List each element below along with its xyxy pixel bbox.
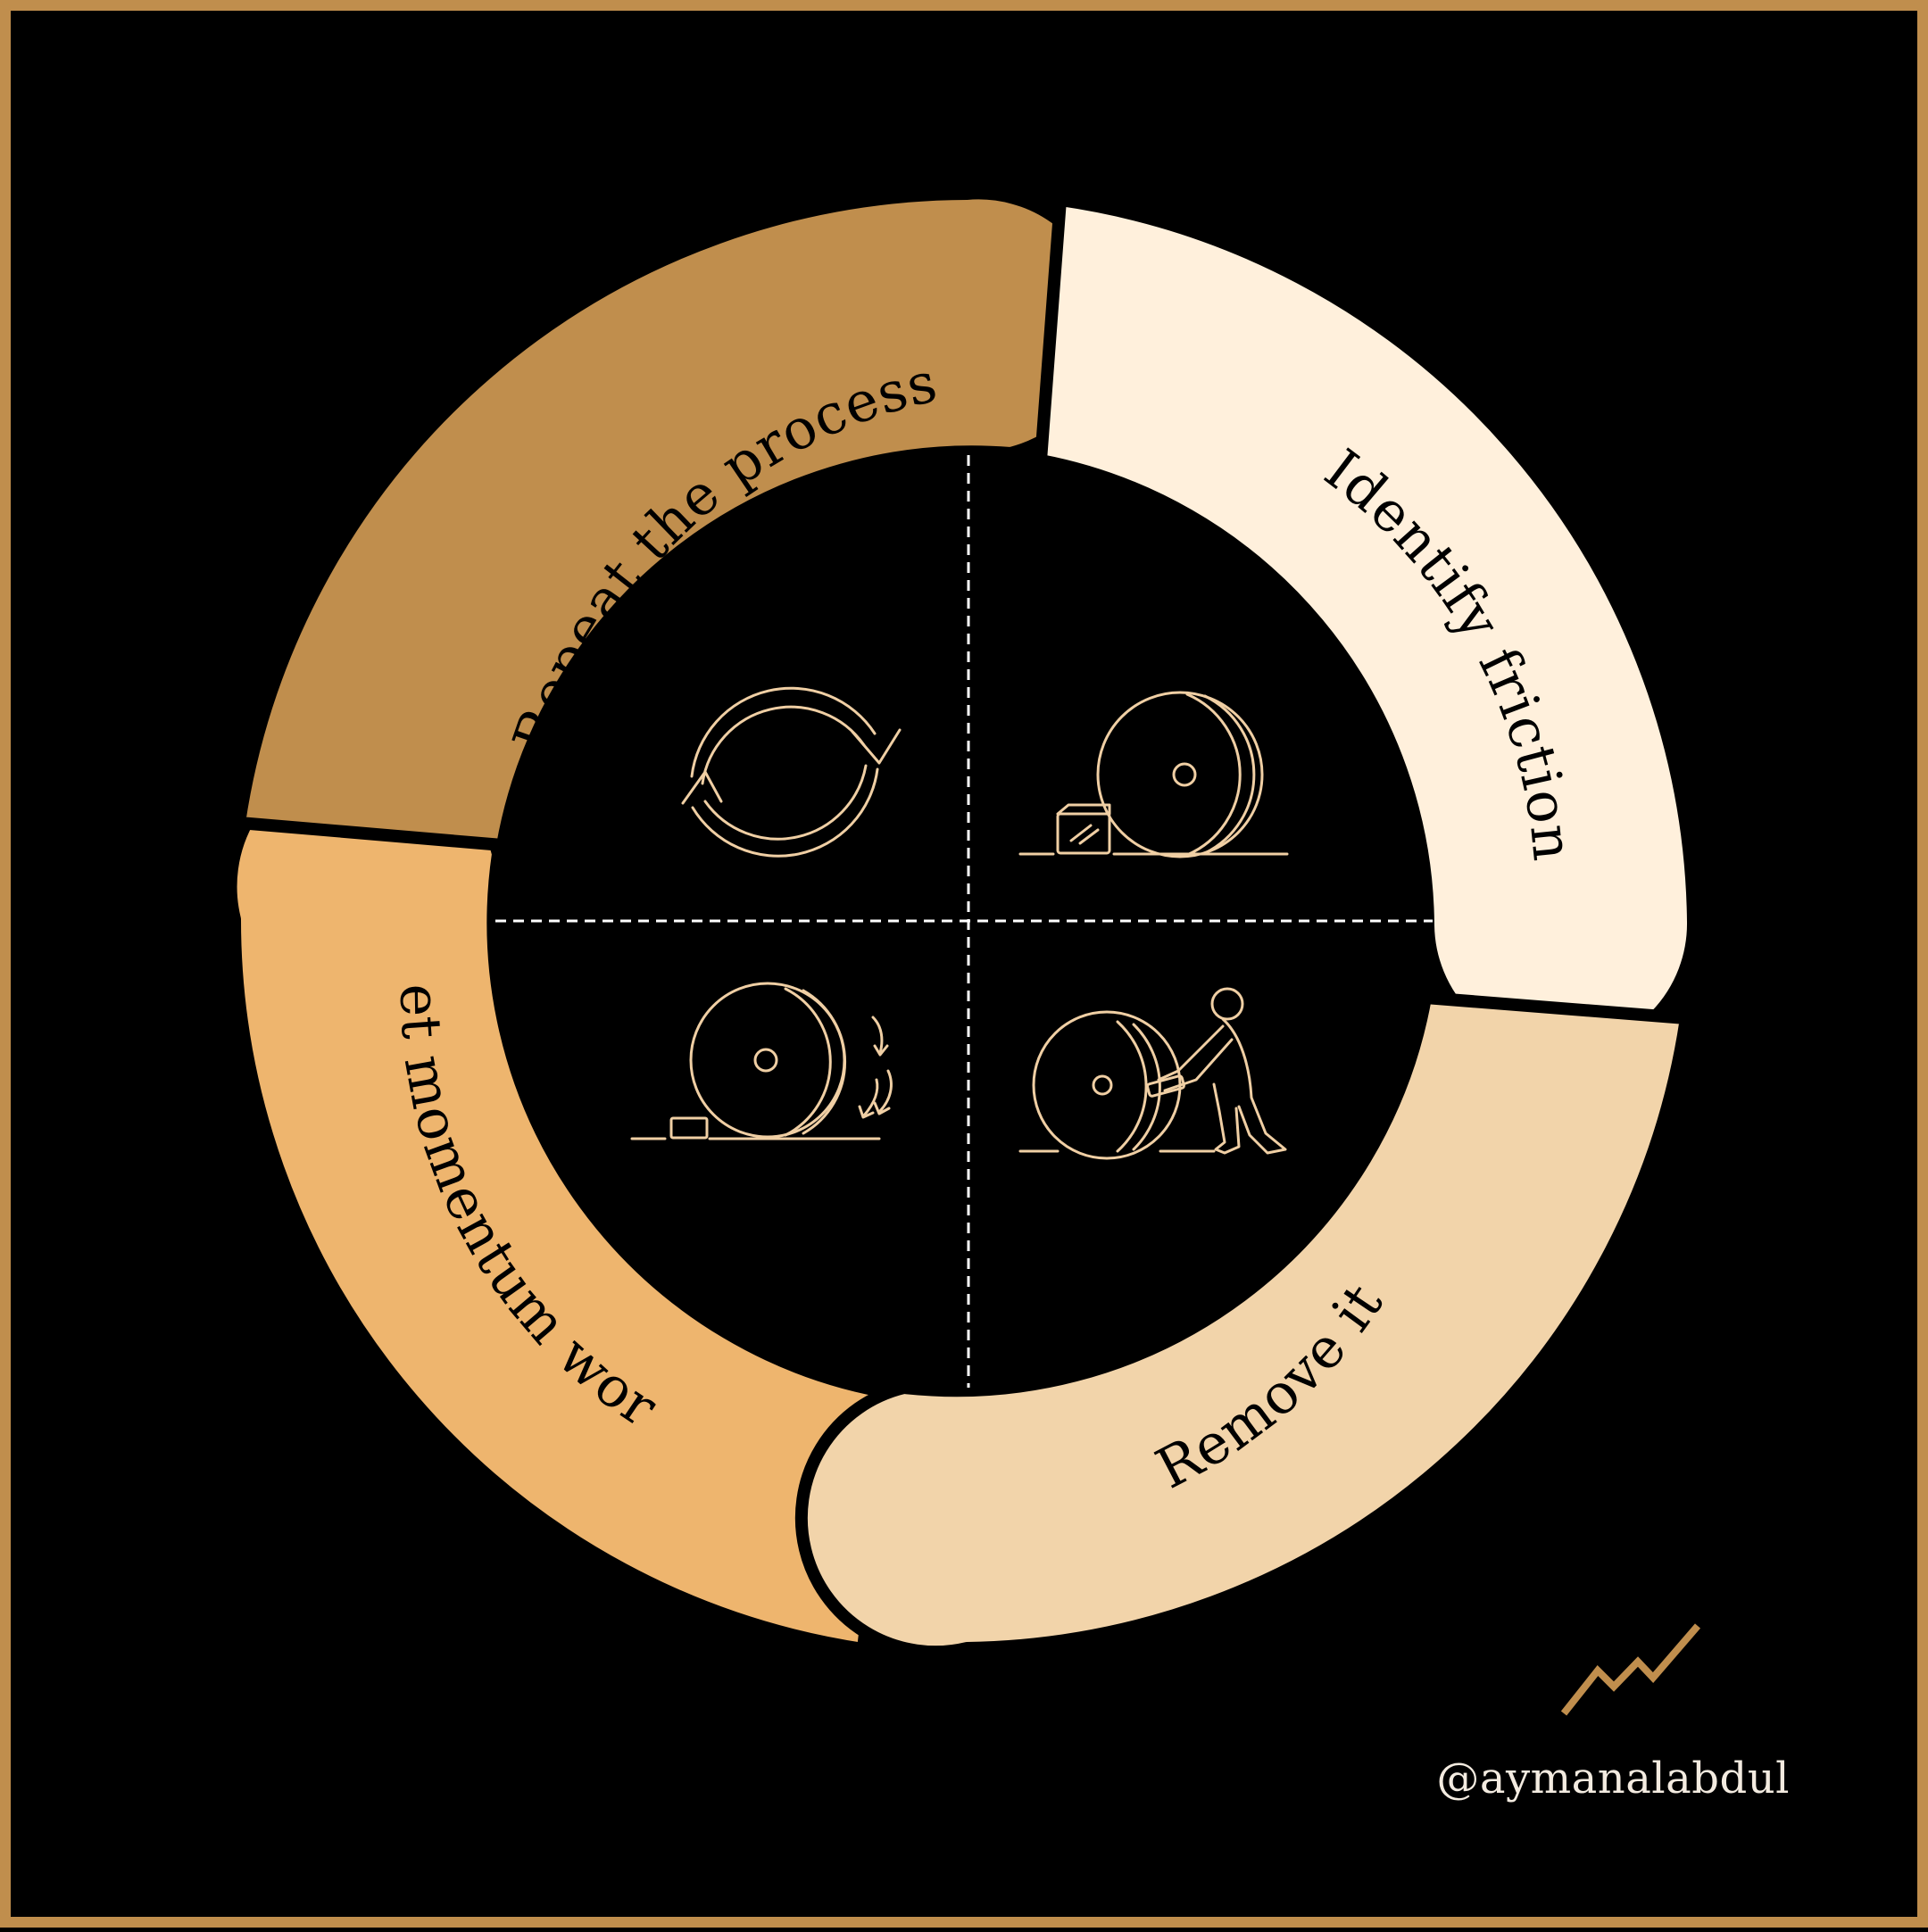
wheel-blocked-icon [1018,691,1289,858]
author-handle[interactable]: @aymanalabdul [1436,1754,1790,1803]
cycle-arrows-icon [681,686,902,858]
person-pushing-wheel-icon [1018,987,1287,1160]
rolling-wheel-icon [630,982,893,1140]
segment-remove [794,991,1692,1659]
zigzag-logo-icon [1560,1623,1701,1716]
